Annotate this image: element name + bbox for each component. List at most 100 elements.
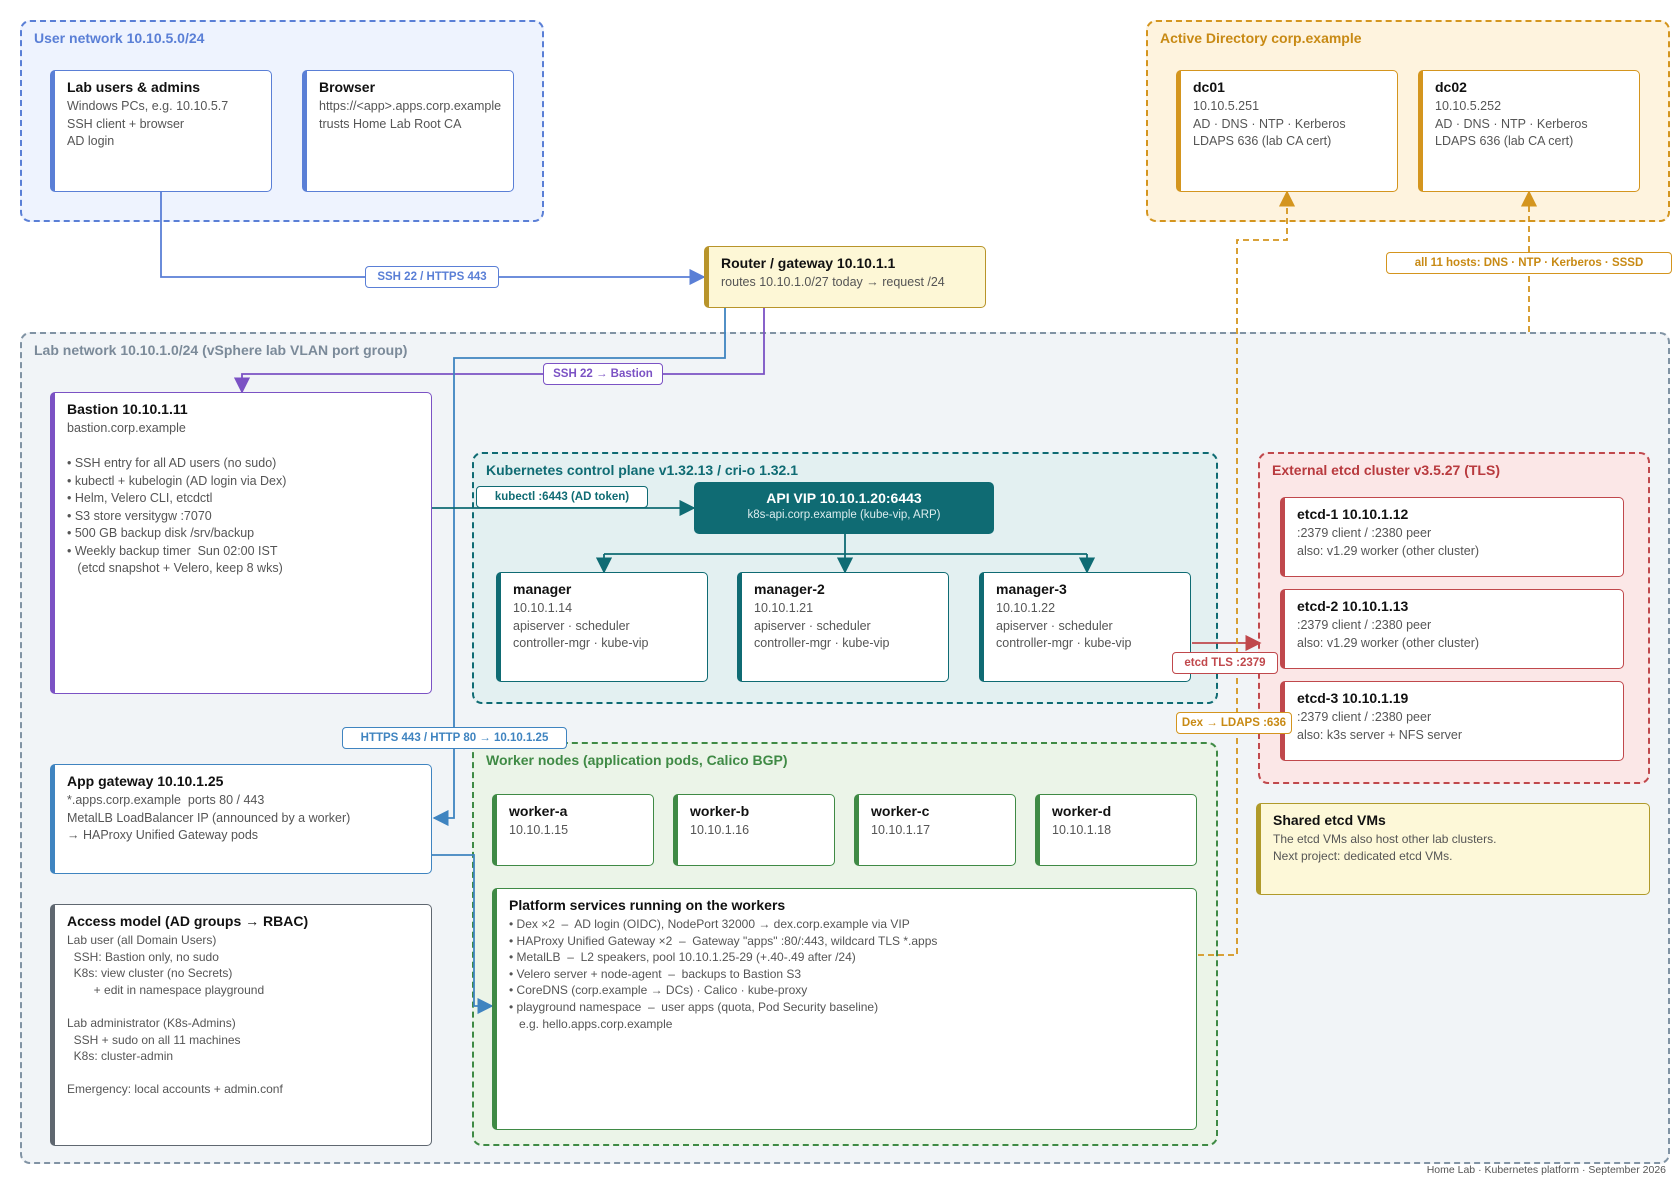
worker-a-line: 10.10.1.15 <box>509 823 569 837</box>
access-model-title: Access model (AD groups → RBAC) <box>67 913 309 929</box>
app-gateway-line: → HAProxy Unified Gateway pods <box>67 828 259 842</box>
worker-a-title: worker-a <box>509 803 568 819</box>
tag-ssh-https: SSH 22 / HTTPS 443 <box>365 266 499 288</box>
tag-dex-ldaps: Dex → LDAPS :636 <box>1176 712 1292 734</box>
etcd-3-title: etcd-3 10.10.1.19 <box>1297 690 1409 706</box>
tag-https-http: HTTPS 443 / HTTP 80 → 10.10.1.25 <box>342 727 567 749</box>
access-model-line: Lab user (all Domain Users) <box>67 933 217 947</box>
manager-2-title: manager-2 <box>754 581 825 597</box>
bastion-line <box>67 438 421 456</box>
access-model-node: Access model (AD groups → RBAC) Lab user… <box>50 904 432 1146</box>
browser-node: Browser https://<app>.apps.corp.example … <box>302 70 514 192</box>
etcd-2-line: also: v1.29 worker (other cluster) <box>1297 635 1480 650</box>
etcd-2-node: etcd-2 10.10.1.13 :2379 client / :2380 p… <box>1280 589 1624 669</box>
platform-services-node: Platform services running on the workers… <box>492 888 1197 1130</box>
bastion-line: bastion.corp.example <box>67 421 186 435</box>
manager-2-node: manager-2 10.10.1.21 apiserver · schedul… <box>737 572 949 682</box>
router-node: Router / gateway 10.10.1.1 routes 10.10.… <box>704 246 986 308</box>
access-model-line: SSH: Bastion only, no sudo <box>67 949 219 964</box>
shared-etcd-line: Next project: dedicated etcd VMs. <box>1273 848 1453 863</box>
lab-users-node: Lab users & admins Windows PCs, e.g. 10.… <box>50 70 272 192</box>
lab-users-line: SSH client + browser <box>67 116 185 131</box>
lab-users-title: Lab users & admins <box>67 79 201 95</box>
platform-service-item: • MetalLB – L2 speakers, pool 10.10.1.25… <box>509 950 856 965</box>
bastion-line: • Weekly backup timer Sun 02:00 IST <box>67 543 278 558</box>
etcd-1-line: :2379 client / :2380 peer <box>1297 526 1432 540</box>
router-title: Router / gateway 10.10.1.1 <box>721 255 896 271</box>
api-vip-subtitle: k8s-api.corp.example (kube-vip, ARP) <box>747 509 941 521</box>
worker-d-node: worker-d 10.10.1.18 <box>1035 794 1197 866</box>
etcd-2-title: etcd-2 10.10.1.13 <box>1297 598 1409 614</box>
footer-text: Home Lab · Kubernetes platform · Septemb… <box>1426 1164 1666 1176</box>
worker-d-line: 10.10.1.18 <box>1052 823 1112 837</box>
manager-title: manager <box>513 581 572 597</box>
app-gateway-line: *.apps.corp.example ports 80 / 443 <box>67 793 265 807</box>
active-directory-title: Active Directory corp.example <box>1160 30 1362 46</box>
shared-etcd-note: Shared etcd VMs The etcd VMs also host o… <box>1256 803 1650 895</box>
api-vip-node: API VIP 10.10.1.20:6443 k8s-api.corp.exa… <box>694 482 994 534</box>
access-model-line: + edit in namespace playground <box>67 982 265 997</box>
etcd-cluster-title: External etcd cluster v3.5.27 (TLS) <box>1272 462 1500 478</box>
bastion-title: Bastion 10.10.1.11 <box>67 401 188 417</box>
browser-line: trusts Home Lab Root CA <box>319 116 462 131</box>
manager-line: apiserver · scheduler <box>513 618 630 633</box>
bastion-line: • Helm, Velero CLI, etcdctl <box>67 491 213 505</box>
dc02-line: LDAPS 636 (lab CA cert) <box>1435 134 1574 148</box>
app-gateway-title: App gateway 10.10.1.25 <box>67 773 224 789</box>
platform-service-item: • CoreDNS (corp.example → DCs) · Calico … <box>509 983 808 998</box>
manager-3-line: controller-mgr · kube-vip <box>996 636 1132 650</box>
wire-router-to-app-gateway <box>432 308 726 827</box>
tag-all-hosts: all 11 hosts: DNS · NTP · Kerberos · SSS… <box>1386 252 1672 274</box>
etcd-3-line: also: k3s server + NFS server <box>1297 727 1462 742</box>
wire-app-gateway-to-platform <box>432 854 494 1015</box>
platform-service-item: • Dex ×2 – AD login (OIDC), NodePort 320… <box>509 917 910 931</box>
worker-b-node: worker-b 10.10.1.16 <box>673 794 835 866</box>
dc02-title: dc02 <box>1435 79 1467 95</box>
shared-etcd-line: The etcd VMs also host other lab cluster… <box>1273 832 1497 846</box>
manager-3-line: apiserver · scheduler <box>996 618 1113 633</box>
dc01-line: AD · DNS · NTP · Kerberos <box>1193 116 1346 131</box>
browser-line: https://<app>.apps.corp.example <box>319 99 502 113</box>
manager-2-line: 10.10.1.21 <box>754 601 814 615</box>
worker-nodes-title: Worker nodes (application pods, Calico B… <box>486 752 788 768</box>
router-line: routes 10.10.1.0/27 today → request /24 <box>721 275 945 289</box>
shared-etcd-title: Shared etcd VMs <box>1273 812 1386 828</box>
access-model-line: Emergency: local accounts + admin.conf <box>67 1082 283 1097</box>
etcd-1-line: also: v1.29 worker (other cluster) <box>1297 543 1480 558</box>
manager-node: manager 10.10.1.14 apiserver · scheduler… <box>496 572 708 682</box>
worker-b-title: worker-b <box>690 803 750 819</box>
tag-kubectl: kubectl :6443 (AD token) <box>476 486 648 508</box>
wire-dex-to-ldaps <box>1198 190 1296 956</box>
dc01-node: dc01 10.10.5.251 AD · DNS · NTP · Kerber… <box>1176 70 1398 192</box>
bastion-line: • 500 GB backup disk /srv/backup <box>67 526 255 540</box>
bastion-line: • S3 store versitygw :7070 <box>67 508 212 523</box>
dc01-title: dc01 <box>1193 79 1225 95</box>
lab-users-line: AD login <box>67 134 115 148</box>
bastion-line: (etcd snapshot + Velero, keep 8 wks) <box>67 561 283 575</box>
bastion-line: • SSH entry for all AD users (no sudo) <box>67 456 277 470</box>
worker-c-node: worker-c 10.10.1.17 <box>854 794 1016 866</box>
worker-c-line: 10.10.1.17 <box>871 823 931 837</box>
access-model-line <box>67 1065 421 1082</box>
platform-services-title: Platform services running on the workers <box>509 897 786 913</box>
manager-3-node: manager-3 10.10.1.22 apiserver · schedul… <box>979 572 1191 682</box>
wire-router-to-bastion <box>233 308 765 394</box>
access-model-line <box>67 998 421 1015</box>
platform-service-item: • Velero server + node-agent – backups t… <box>509 966 802 981</box>
bastion-node: Bastion 10.10.1.11 bastion.corp.example … <box>50 392 432 694</box>
etcd-2-line: :2379 client / :2380 peer <box>1297 618 1432 632</box>
worker-c-title: worker-c <box>871 803 930 819</box>
etcd-1-node: etcd-1 10.10.1.12 :2379 client / :2380 p… <box>1280 497 1624 577</box>
api-vip-title: API VIP 10.10.1.20:6443 <box>766 490 922 506</box>
wire-vip-to-managers <box>604 534 1087 555</box>
platform-service-item: • HAProxy Unified Gateway ×2 – Gateway "… <box>509 933 938 948</box>
dc02-line: 10.10.5.252 <box>1435 99 1502 113</box>
manager-2-line: controller-mgr · kube-vip <box>754 636 890 650</box>
tag-ssh-bastion: SSH 22 → Bastion <box>543 363 663 385</box>
lab-users-line: Windows PCs, e.g. 10.10.5.7 <box>67 99 229 113</box>
access-model-line: SSH + sudo on all 11 machines <box>67 1032 241 1047</box>
access-model-line: K8s: cluster-admin <box>67 1049 174 1064</box>
worker-d-title: worker-d <box>1052 803 1112 819</box>
access-model-line: K8s: view cluster (no Secrets) <box>67 966 233 981</box>
